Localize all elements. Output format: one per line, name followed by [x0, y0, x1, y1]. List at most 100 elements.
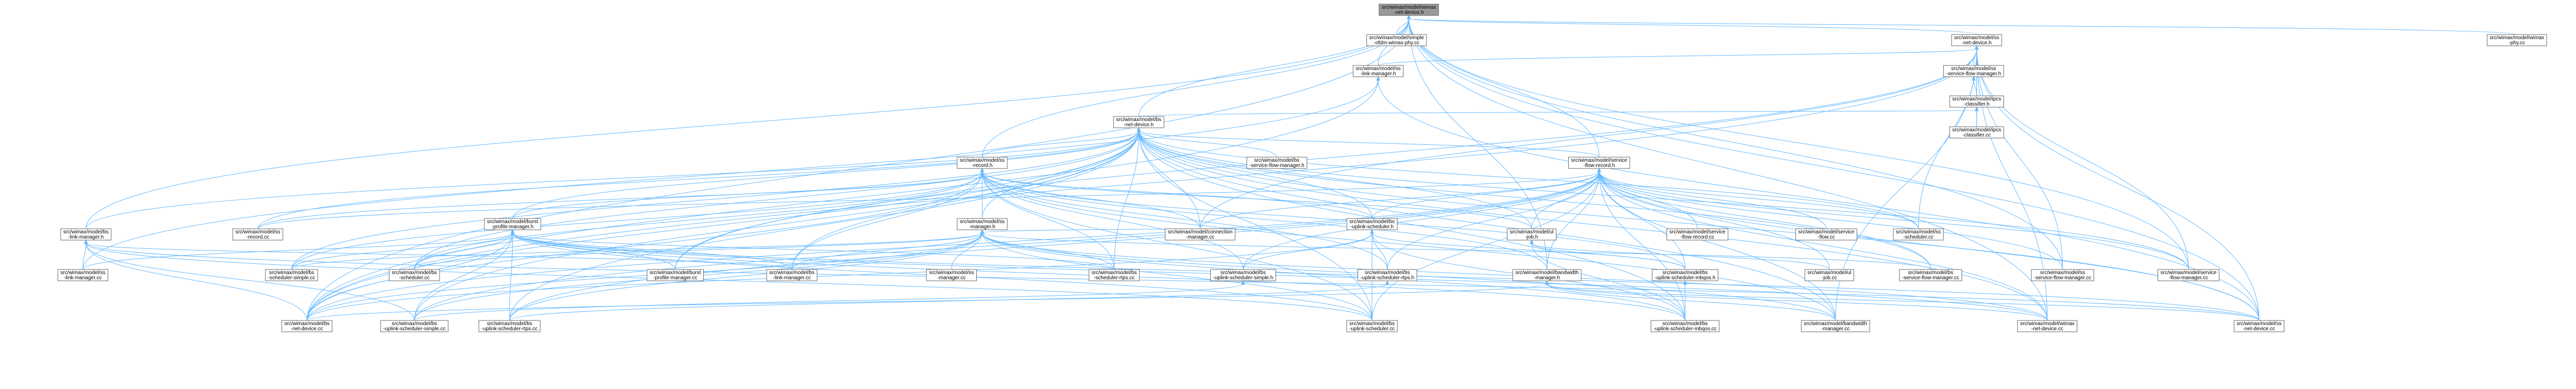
graph-node[interactable]: src/wimax/model/ss-net-device.cc: [2233, 320, 2284, 332]
dependency-edge: [1976, 48, 2063, 270]
graph-node[interactable]: src/wimax/model/ipcs-classifier.cc: [1949, 126, 2004, 139]
node-box: [766, 269, 818, 281]
node-box: [2017, 320, 2078, 332]
graph-node[interactable]: src/wimax/model/bs-uplink-scheduler.cc: [1346, 320, 1398, 332]
graph-node[interactable]: src/wimax/model/ss-scheduler.cc: [1893, 228, 1944, 241]
graph-node[interactable]: src/wimax/model/ss-service-flow-manager.…: [2031, 269, 2094, 281]
graph-node[interactable]: src/wimax/model/bs-uplink-scheduler-rtps…: [1358, 269, 1417, 281]
node-label-line: src/wimax/model/bs: [1349, 219, 1395, 225]
dependency-edge: [1973, 79, 1977, 96]
node-label-line: src/wimax/model/bs: [269, 270, 314, 276]
dependency-edge: [512, 130, 1139, 219]
dependency-edge: [307, 232, 1372, 321]
dependency-edge: [1371, 171, 1600, 219]
graph-node[interactable]: src/wimax/model/bs-uplink-scheduler-simp…: [380, 320, 449, 332]
dependency-edge: [1599, 171, 1686, 270]
dependency-edge: [1409, 18, 2517, 35]
graph-node[interactable]: src/wimax/model/bs-net-device.h: [1113, 116, 1164, 128]
graph-node[interactable]: src/wimax/model/bandwidth-manager.h: [1512, 269, 1582, 281]
dependency-edge: [1599, 171, 1931, 270]
node-label-line: -net-device.cc: [2031, 326, 2063, 332]
edge-arrowhead: [84, 239, 88, 244]
node-box: [484, 218, 541, 230]
graph-node[interactable]: src/wimax/model/ss-service-flow-manager.…: [1943, 65, 2004, 77]
node-label-line: -profile-manager.cc: [653, 275, 698, 281]
graph-node[interactable]: src/wimax/model/burst-profile-manager.h: [484, 218, 541, 230]
graph-node[interactable]: src/wimax/model/service-flow-manager.cc: [2157, 269, 2219, 281]
graph-node[interactable]: src/wimax/model/bs-service-flow-manager.…: [1899, 269, 1962, 281]
node-label-line: src/wimax/model/wimax: [1382, 5, 1436, 10]
graph-node[interactable]: src/wimax/model/ss-record.h: [957, 157, 1008, 169]
graph-node[interactable]: src/wimax/model/ipcs-classifier.h: [1949, 95, 2004, 108]
dependency-edge: [509, 232, 513, 321]
graph-node[interactable]: src/wimax/model/ss-link-manager.h: [1352, 65, 1404, 77]
node-label-line: src/wimax/model/wimax: [2020, 321, 2075, 327]
node-label-line: src/wimax/model/ss: [1896, 229, 1941, 235]
edge-arrowhead: [980, 167, 985, 173]
graph-node[interactable]: src/wimax/model/bandwidth-manager.cc: [1801, 320, 1870, 332]
node-label-line: src/wimax/model/bs: [1365, 270, 1410, 276]
graph-node[interactable]: src/wimax/model/ss-manager.h: [957, 218, 1008, 230]
node-box: [1358, 269, 1417, 281]
graph-node[interactable]: src/wimax/model/service-flow-record.cc: [1666, 228, 1728, 241]
graph-node[interactable]: src/wimax/model/bs-link-manager.h: [60, 228, 112, 241]
graph-node[interactable]: src/wimax/model/ul-job.h: [1506, 228, 1556, 241]
graph-node[interactable]: src/wimax/model/wimax-phy.cc: [2486, 34, 2547, 46]
dependency-edge: [1243, 232, 1372, 270]
edge-arrowhead: [1370, 229, 1374, 234]
graph-node[interactable]: src/wimax/model/ss-record.cc: [232, 228, 283, 241]
dependency-edge: [981, 232, 1372, 321]
graph-node[interactable]: src/wimax/model/bs-scheduler-rtps.cc: [1089, 269, 1140, 281]
dependency-edge: [675, 130, 1139, 270]
graph-node[interactable]: src/wimax/model/bs-net-device.cc: [281, 320, 333, 332]
dependency-edge: [981, 171, 1372, 321]
node-box: [1352, 65, 1404, 77]
graph-node[interactable]: src/wimax/model/bs-uplink-scheduler-simp…: [1210, 269, 1276, 281]
edge-arrowhead: [1597, 167, 1601, 173]
graph-node[interactable]: src/wimax/model/connection-manager.cc: [1165, 228, 1235, 241]
graph-node[interactable]: src/wimax/model/ss-net-device.h: [1951, 34, 2002, 46]
node-box: [1512, 269, 1582, 281]
edge-arrowhead: [1972, 76, 1976, 81]
node-label-line: src/wimax/model/ss: [1355, 66, 1400, 72]
node-box: [1949, 126, 2004, 139]
dependency-edge: [981, 232, 1931, 270]
edge-arrowhead: [1530, 239, 1534, 244]
graph-node[interactable]: src/wimax/model/bs-uplink-scheduler-rtps…: [479, 320, 540, 332]
dependency-edge: [1599, 171, 1686, 321]
graph-node[interactable]: src/wimax/model/bs-service-flow-manager.…: [1246, 157, 1308, 169]
graph-node[interactable]: src/wimax/model/service-flow-record.h: [1568, 157, 1630, 169]
graph-node[interactable]: src/wimax/model/service-flow.cc: [1795, 228, 1857, 241]
graph-node[interactable]: src/wimax/model/bs-scheduler.cc: [388, 269, 440, 281]
node-label-line: src/wimax/model/service: [1571, 158, 1627, 163]
dependency-edge: [1599, 171, 2260, 321]
node-label-line: -net-device.cc: [291, 326, 323, 332]
node-label-line: -uplink-scheduler-rtps.cc: [482, 326, 538, 332]
graph-node[interactable]: src/wimax/model/burst-profile-manager.cc: [647, 269, 704, 281]
graph-node[interactable]: src/wimax/model/ul-job.cc: [1804, 269, 1854, 281]
graph-node[interactable]: src/wimax/model/bs-uplink-scheduler.h: [1346, 218, 1398, 230]
graph-node[interactable]: src/wimax/model/bs-scheduler-simple.cc: [265, 269, 318, 281]
node-box: [1346, 218, 1398, 230]
edge-arrowhead: [1974, 106, 1979, 111]
dependency-edge: [981, 171, 1548, 270]
dependency-edge: [512, 232, 1115, 270]
dependency-edge: [1243, 171, 1600, 270]
node-box: [1366, 34, 1427, 46]
graph-node[interactable]: src/wimax/model/wimax-net-device.cc: [2017, 320, 2078, 332]
dependency-edge: [414, 130, 1139, 321]
node-label-line: src/wimax/model/bandwidth: [1804, 321, 1867, 327]
graph-node[interactable]: src/wimax/model/simple-ofdm-wimax-phy.cc: [1366, 34, 1427, 46]
dependency-edge: [512, 171, 982, 219]
node-label-line: -scheduler-rtps.cc: [1094, 275, 1134, 281]
node-label-line: src/wimax/model/burst: [650, 270, 701, 276]
node-label-line: -link-manager.cc: [64, 275, 101, 281]
dependency-edge: [86, 243, 2260, 321]
graph-node[interactable]: src/wimax/model/bs-uplink-scheduler-mbqo…: [1652, 269, 1719, 281]
graph-node[interactable]: src/wimax/model/ss-manager.cc: [926, 269, 977, 281]
graph-node[interactable]: src/wimax/model/bs-uplink-scheduler-mbqo…: [1651, 320, 1720, 332]
nodes-layer: src/wimax/model/wimax-net-device.hsrc/wi…: [57, 4, 2547, 332]
graph-node[interactable]: src/wimax/model/ss-link-manager.cc: [57, 269, 108, 281]
edges-layer: [82, 14, 2517, 321]
graph-node[interactable]: src/wimax/model/bs-link-manager.cc: [766, 269, 818, 281]
